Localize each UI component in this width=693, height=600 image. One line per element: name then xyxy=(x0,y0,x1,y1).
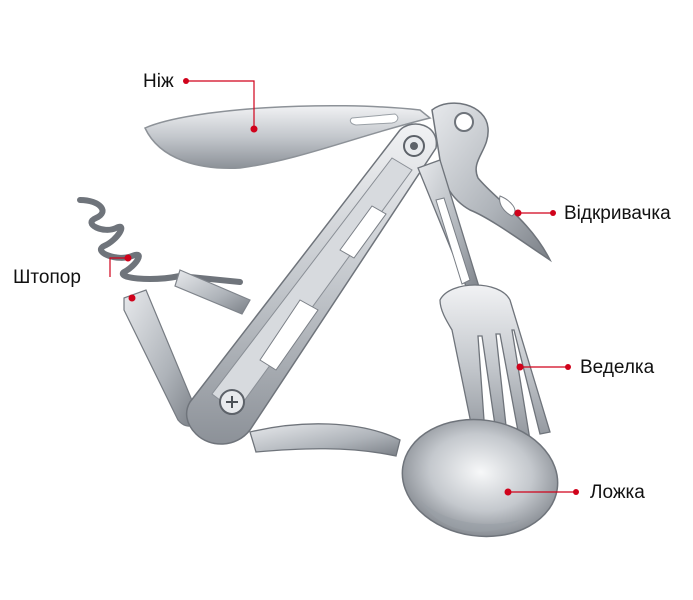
tool-handle-inner xyxy=(211,157,413,413)
spoon-reflection xyxy=(420,500,520,532)
corkscrew-spiral xyxy=(77,197,243,285)
pivot-screw-top-inner xyxy=(410,142,418,150)
marker-corkscrew-lower xyxy=(128,294,136,302)
callout-lines xyxy=(109,80,576,493)
corkscrew-lever xyxy=(123,289,198,427)
marker-knife-start xyxy=(183,78,189,84)
opener-notch xyxy=(499,195,516,217)
corkscrew-arm xyxy=(174,269,251,315)
handle-cutout-upper xyxy=(339,205,387,259)
marker-spoon-end xyxy=(504,488,512,496)
fork-head xyxy=(439,284,551,449)
label-fork: Веделка xyxy=(580,357,655,378)
marker-fork-start xyxy=(565,364,571,370)
knife-blade-slot xyxy=(349,113,399,126)
callout-line-corkscrew xyxy=(109,257,128,277)
marker-corkscrew-upper xyxy=(124,254,132,262)
label-spoon: Ложка xyxy=(590,482,645,503)
callout-markers xyxy=(124,78,579,496)
marker-opener-start xyxy=(550,210,556,216)
handle-cutout xyxy=(259,299,319,371)
marker-fork-end xyxy=(516,363,524,371)
spoon-handle xyxy=(249,423,401,457)
label-knife: Ніж xyxy=(143,71,174,92)
label-corkscrew: Штопор xyxy=(13,267,81,288)
spoon-bowl xyxy=(401,418,559,538)
opener-ring xyxy=(454,112,474,132)
pivot-screw-bottom-slot xyxy=(226,396,238,408)
label-opener: Відкривачка xyxy=(564,203,671,224)
marker-spoon-start xyxy=(573,489,579,495)
fork-neck-slot xyxy=(435,197,471,285)
callout-line-knife xyxy=(186,80,255,128)
marker-knife-end xyxy=(250,125,258,133)
marker-opener-end xyxy=(514,209,522,217)
